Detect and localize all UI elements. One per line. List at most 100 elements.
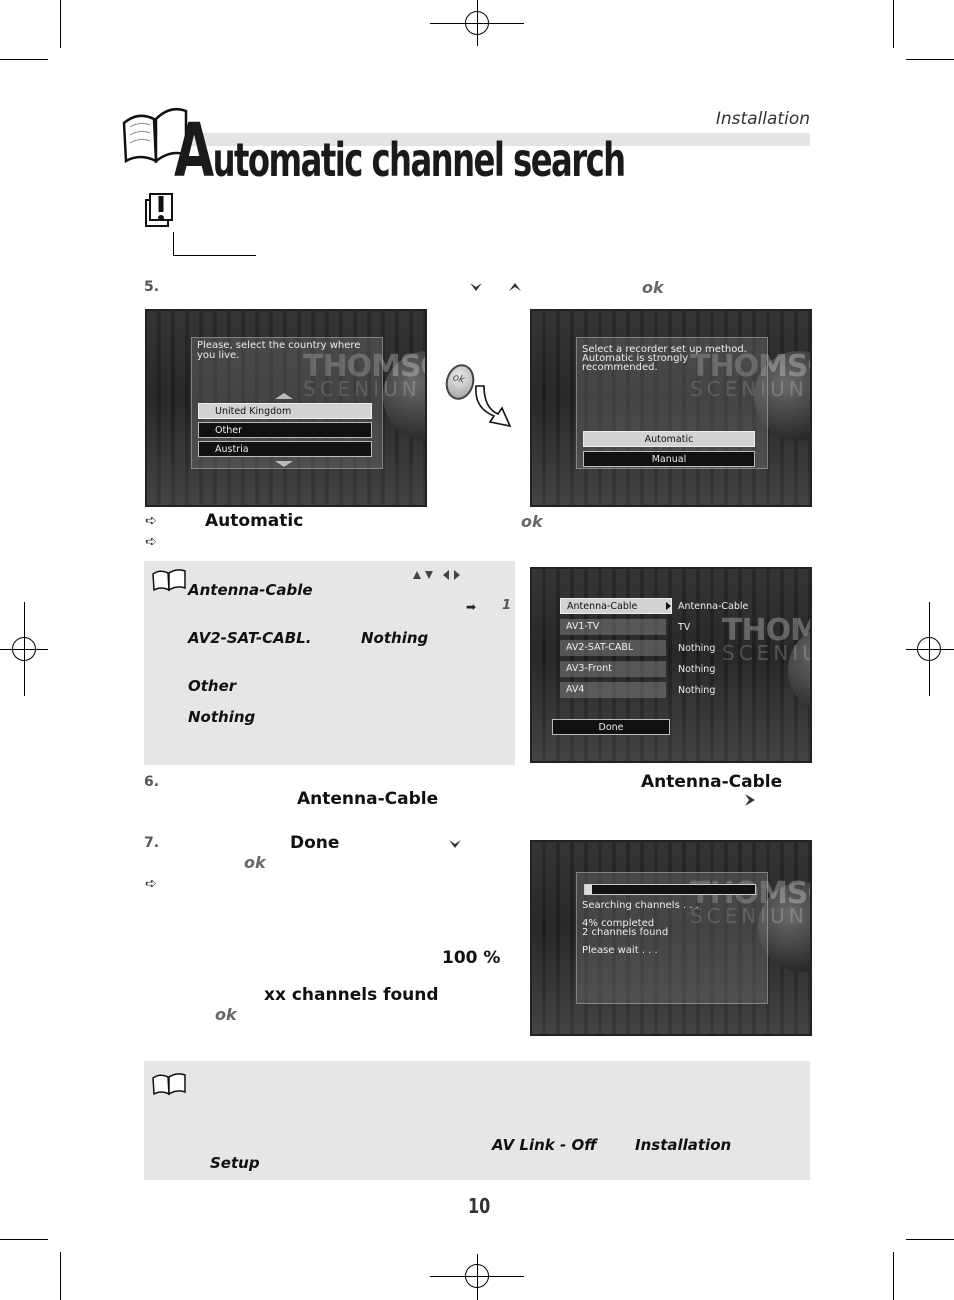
title-first-letter: A bbox=[174, 108, 214, 194]
step-6-number: 6. bbox=[144, 774, 160, 790]
av-source-row-label[interactable]: AV4 bbox=[560, 682, 666, 698]
note-other: Other bbox=[188, 677, 237, 695]
progress-bar-fill bbox=[585, 885, 592, 894]
note-line bbox=[173, 232, 174, 255]
channels-found: xx channels found bbox=[264, 985, 439, 1005]
note-box bbox=[144, 561, 515, 765]
ok-key-label: ok bbox=[215, 1005, 237, 1024]
step-6-antenna-cable: Antenna-Cable bbox=[641, 772, 783, 792]
section-label: Installation bbox=[715, 109, 810, 129]
osd-prompt: Automatic is strongly bbox=[582, 353, 689, 364]
av-source-row-label[interactable]: AV1-TV bbox=[560, 619, 666, 635]
search-status: Searching channels . . . bbox=[582, 900, 699, 911]
registration-circle bbox=[12, 637, 36, 661]
arrow-down-icon bbox=[470, 283, 482, 291]
ok-key-label: ok bbox=[244, 853, 266, 872]
step-6-antenna-cable: Antenna-Cable bbox=[297, 789, 439, 809]
tv-screen-country: THOMSO SCENIUN Please, select the countr… bbox=[145, 309, 427, 507]
ok-button-label: ok bbox=[451, 372, 466, 386]
tv-screen-searching: THOMSO SCENIUN Searching channels . . . … bbox=[530, 840, 812, 1036]
osd-prompt: you live. bbox=[197, 350, 240, 361]
page-title: Automatic channel search bbox=[174, 108, 627, 194]
search-wait: Please wait . . . bbox=[582, 945, 658, 956]
arrow-right-icon bbox=[745, 794, 755, 806]
crop-mark bbox=[893, 1252, 894, 1300]
done-button[interactable]: Done bbox=[552, 719, 670, 735]
book-note-icon bbox=[152, 569, 186, 592]
percent-complete: 100 % bbox=[442, 948, 501, 968]
country-option[interactable]: Austria bbox=[198, 441, 372, 457]
arrow-up-icon bbox=[509, 283, 521, 291]
av-source-row-label[interactable]: AV3-Front bbox=[560, 661, 666, 677]
automatic-label: Automatic bbox=[205, 511, 304, 531]
crop-mark bbox=[0, 1239, 48, 1240]
note-antenna-cable: Antenna-Cable bbox=[188, 581, 313, 599]
osd-prompt: Select a recorder set up method. bbox=[582, 344, 747, 355]
search-found: 2 channels found bbox=[582, 927, 669, 938]
note-nothing: Nothing bbox=[188, 708, 256, 726]
note-av2: AV2-SAT-CABL. bbox=[188, 629, 312, 647]
country-option[interactable]: United Kingdom bbox=[198, 403, 372, 419]
registration-circle bbox=[465, 1264, 489, 1288]
setup-menu: Setup bbox=[210, 1154, 260, 1172]
osd-panel bbox=[576, 337, 768, 469]
av-source-row-label[interactable]: AV2-SAT-CABL bbox=[560, 640, 666, 656]
brand-logo: THOMS bbox=[722, 613, 810, 648]
crop-mark bbox=[0, 59, 48, 60]
av-source-row-value: Antenna-Cable bbox=[678, 601, 749, 612]
arrow-bullet-icon: ➪ bbox=[145, 534, 157, 550]
av-link-off: AV Link - Off bbox=[492, 1136, 597, 1154]
page-number: 10 bbox=[468, 1194, 491, 1218]
arrow-down-icon bbox=[449, 840, 461, 848]
registration-circle bbox=[465, 11, 489, 35]
warning-note-icon bbox=[145, 193, 173, 227]
curved-arrow-icon bbox=[475, 385, 512, 428]
av-source-row-value: Nothing bbox=[678, 664, 716, 675]
brand-logo-sub: SCENIUN bbox=[690, 377, 808, 401]
crop-mark bbox=[906, 1239, 954, 1240]
brand-logo-sub: SCENIUN bbox=[690, 904, 808, 928]
av-source-row-value: TV bbox=[678, 622, 691, 633]
step-7-number: 7. bbox=[144, 835, 160, 851]
brand-logo-sub: SCENIUN bbox=[303, 377, 421, 401]
step-5-number: 5. bbox=[144, 279, 160, 295]
note-number: 1 bbox=[502, 598, 512, 613]
method-option-automatic[interactable]: Automatic bbox=[583, 431, 755, 447]
brand-logo: THOMSO bbox=[690, 349, 810, 384]
country-option[interactable]: Other bbox=[198, 422, 372, 438]
registration-circle bbox=[917, 637, 941, 661]
chevron-right-icon bbox=[666, 602, 671, 610]
crop-mark bbox=[60, 1252, 61, 1300]
scroll-up-icon[interactable] bbox=[275, 393, 293, 399]
crop-mark bbox=[893, 0, 894, 48]
av-source-row-label[interactable]: Antenna-Cable bbox=[560, 598, 672, 614]
arrow-bullet-icon: ➪ bbox=[145, 513, 157, 529]
right-arrow-icon: ➡ bbox=[466, 600, 477, 614]
installation-menu: Installation bbox=[635, 1136, 732, 1154]
scroll-down-icon[interactable] bbox=[275, 461, 293, 467]
crop-mark bbox=[906, 59, 954, 60]
osd-prompt: Please, select the country where bbox=[197, 340, 361, 351]
step-7-done: Done bbox=[290, 833, 340, 853]
note-nothing: Nothing bbox=[361, 629, 429, 647]
header-bar bbox=[175, 133, 810, 146]
book-icon bbox=[122, 108, 188, 164]
av-source-row-value: Nothing bbox=[678, 685, 716, 696]
note-line bbox=[173, 255, 256, 256]
brand-logo: THOMSO bbox=[303, 349, 425, 384]
title-rest: utomatic channel search bbox=[212, 133, 627, 187]
nav-arrows-icon bbox=[413, 570, 460, 580]
method-option-manual[interactable]: Manual bbox=[583, 451, 755, 467]
brand-logo-sub: SCENIU bbox=[722, 641, 812, 665]
tv-screen-av-sources: THOMS SCENIU Antenna-Cable Antenna-Cable… bbox=[530, 567, 812, 763]
bottom-note-box bbox=[144, 1061, 810, 1180]
moon-graphic bbox=[788, 625, 810, 715]
ok-key-label: ok bbox=[642, 278, 664, 297]
crop-mark bbox=[60, 0, 61, 48]
av-source-row-value: Nothing bbox=[678, 643, 716, 654]
search-percent: 4% completed bbox=[582, 918, 655, 929]
tv-screen-method: THOMSO SCENIUN Select a recorder set up … bbox=[530, 309, 812, 507]
ok-key-label: ok bbox=[521, 512, 543, 531]
osd-prompt: recommended. bbox=[582, 362, 658, 373]
book-note-icon bbox=[152, 1073, 186, 1096]
